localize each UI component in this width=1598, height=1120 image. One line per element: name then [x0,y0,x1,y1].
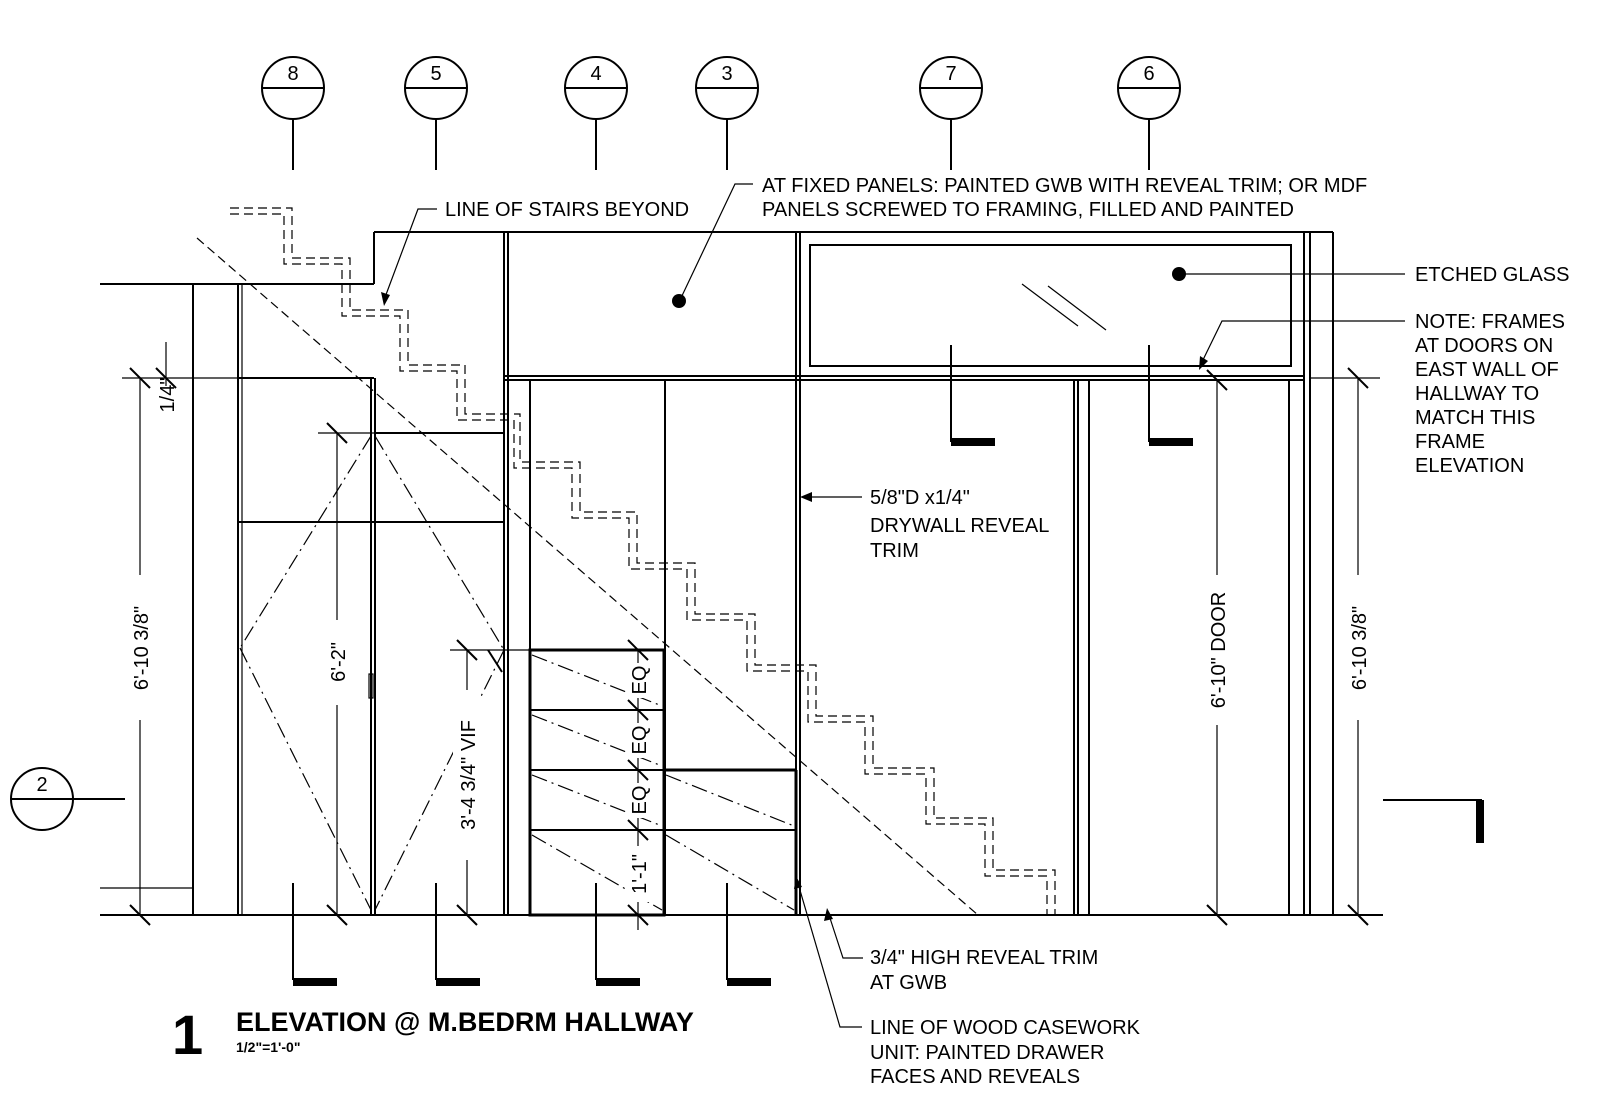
drawing-title-text: ELEVATION @ M.BEDRM HALLWAY [236,1007,694,1037]
drawing-scale: 1/2"=1'-0" [236,1039,300,1055]
section-marker-4: 4 [564,56,628,170]
bubble-label: 4 [590,63,601,85]
note-drywall-2: DRYWALL REVEAL [870,515,1049,537]
section-marker-7: 7 [919,56,983,170]
section-marker-2: 2 [10,767,125,831]
section-cut-right [1383,799,1484,843]
dim-eq-label-3: EQ [629,786,651,815]
note-casework-2: UNIT: PAINTED DRAWER [870,1042,1104,1064]
note-casework-3: FACES AND REVEALS [870,1066,1080,1088]
dim-eq-label-1: EQ [629,666,651,695]
note-frames-4: HALLWAY TO [1415,383,1539,405]
dim-door-left-label: 6'-2" [328,642,350,682]
bubble-label: 8 [287,63,298,85]
note-base-1: 3/4" HIGH REVEAL TRIM [870,947,1098,969]
dim-eq-label-2: EQ [629,726,651,755]
drawing-number: 1 [172,1003,203,1066]
fixed-panels [374,232,1304,916]
bubble-label: 5 [430,63,441,85]
note-base-2: AT GWB [870,972,947,994]
section-marker-6: 6 [1117,56,1181,170]
door-handle [368,673,374,699]
section-marker-3: 3 [695,56,759,170]
dim-door-right-label: 6'-10" DOOR [1208,592,1230,709]
note-frames-1: NOTE: FRAMES [1415,311,1565,333]
leaders [381,183,1405,1028]
bubble-label: 6 [1143,63,1154,85]
dimension-door-right: 6'-10" DOOR [1203,369,1231,926]
dimension-drawers: EQ EQ EQ 1'-1" [627,639,651,930]
glass-hatch [1021,283,1079,327]
stair-line-beyond [196,207,1056,916]
dimension-right-height: 6'-10 3/8" [1310,367,1380,926]
note-frames-7: ELEVATION [1415,455,1524,477]
left-door [239,378,505,915]
note-frames-6: FRAME [1415,431,1485,453]
note-casework-1: LINE OF WOOD CASEWORK [870,1017,1141,1039]
note-frames-3: EAST WALL OF [1415,359,1559,381]
dim-right-height-label: 6'-10 3/8" [1349,606,1371,690]
bubble-label: 3 [721,63,732,85]
note-stairs-beyond: LINE OF STAIRS BEYOND [445,199,689,221]
note-fixed-panels-1: AT FIXED PANELS: PAINTED GWB WITH REVEAL… [762,175,1367,197]
section-marker-8: 8 [261,56,325,170]
note-drywall-1: 5/8"D x1/4" [870,487,970,509]
door-frame-right [1088,379,1290,916]
dimension-top-gap: 1/4" [155,342,179,413]
section-marker-5: 5 [404,56,468,170]
note-frames-2: AT DOORS ON [1415,335,1553,357]
section-cuts [292,345,1193,986]
note-fixed-panels-2: PANELS SCREWED TO FRAMING, FILLED AND PA… [762,199,1294,221]
etched-glass-panel [809,244,1292,367]
glass-hatch [1047,285,1107,331]
dimension-casework: 3'-4 3/4" VIF [450,639,530,926]
casework-unit [528,648,798,917]
dimension-left-height: 6'-10 3/8" [122,367,374,926]
dim-top-gap-label: 1/4" [157,378,179,413]
note-frames-5: MATCH THIS [1415,407,1535,429]
notes: LINE OF STAIRS BEYOND AT FIXED PANELS: P… [445,175,1569,1088]
wall-outline [100,231,1383,916]
note-etched-glass: ETCHED GLASS [1415,264,1569,286]
drawing-title: 1 ELEVATION @ M.BEDRM HALLWAY 1/2"=1'-0" [172,1003,694,1066]
bubble-label: 2 [36,774,47,796]
dim-casework-label: 3'-4 3/4" VIF [458,720,480,830]
dim-drawer-label: 1'-1" [629,854,651,894]
note-drywall-3: TRIM [870,540,919,562]
dimension-door-left: 6'-2" [318,422,374,926]
bubble-label: 7 [945,63,956,85]
dim-left-height-label: 6'-10 3/8" [131,606,153,690]
